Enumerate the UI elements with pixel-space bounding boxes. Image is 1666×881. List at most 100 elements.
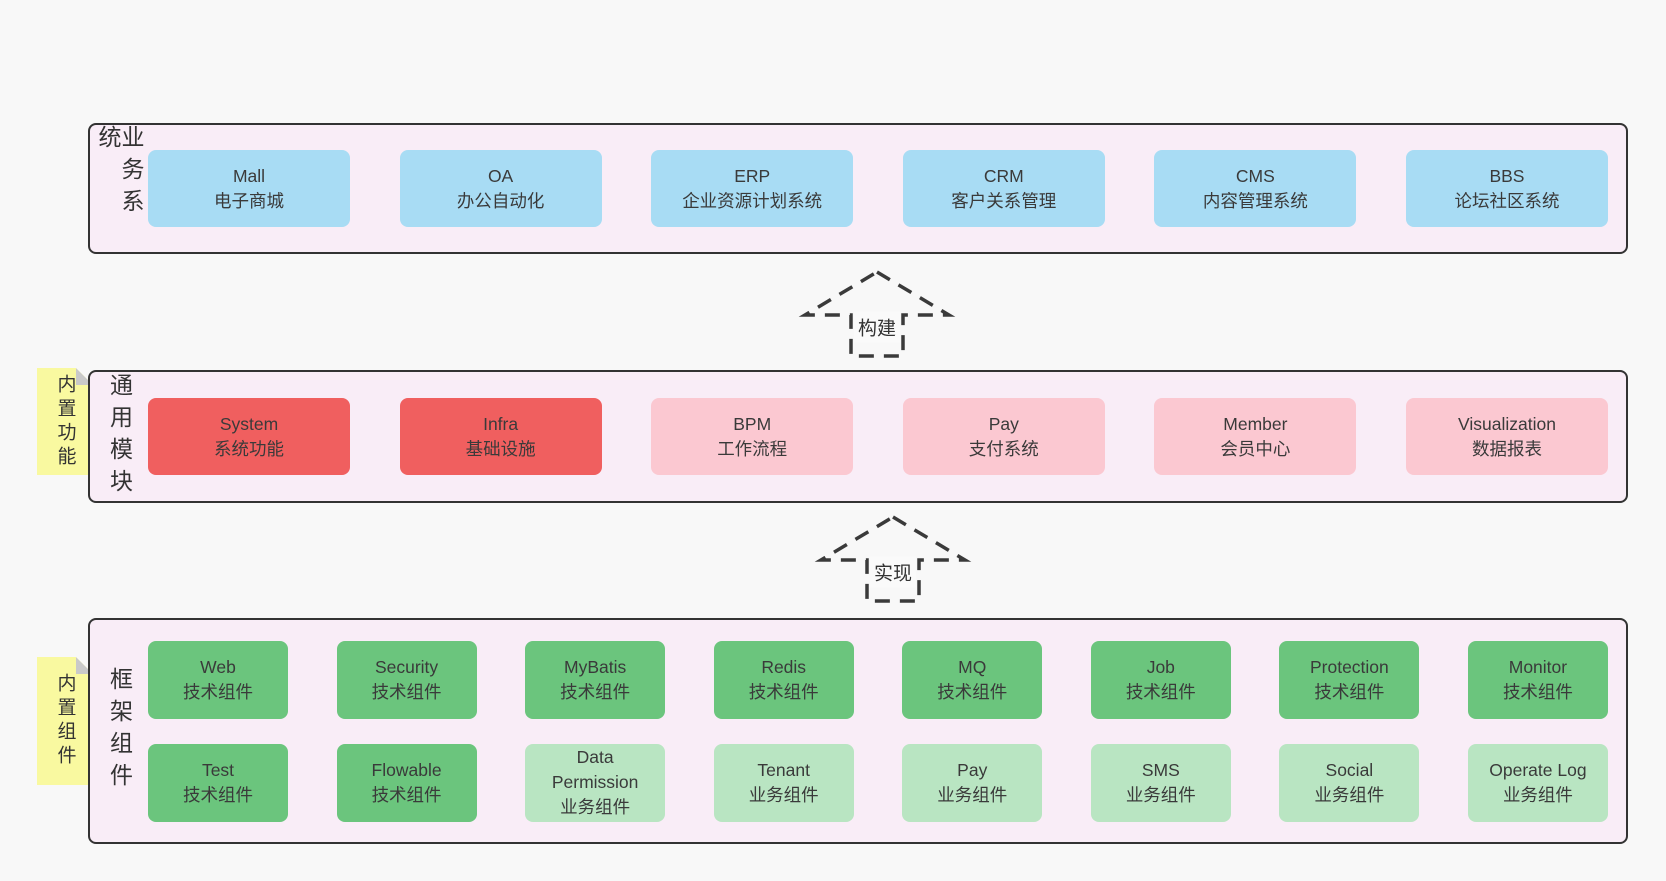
layer-title: 通用模块 [106, 372, 133, 501]
node-data-permission: Data Permission 业务组件 [525, 743, 666, 822]
node-member: Member 会员中心 [1154, 398, 1357, 475]
node-bbs: BBS 论坛社区系统 [1405, 150, 1608, 227]
node-title: OA [487, 165, 514, 186]
node-title: BPM [733, 413, 772, 434]
sticky-note-builtin-components: 内置组件 [37, 657, 93, 785]
node-mall: Mall 电子商城 [148, 150, 350, 227]
node-pay: Pay 支付系统 [902, 398, 1105, 475]
node-cms: CMS 内容管理系统 [1154, 150, 1357, 227]
node-subtitle: 业务组件 [560, 797, 631, 817]
node-title: Security [374, 656, 439, 677]
node-title: Pay [988, 413, 1019, 434]
layer-title-column: 通用模块 [90, 372, 148, 501]
node-subtitle: 论坛社区系统 [1454, 190, 1560, 211]
node-subtitle: 技术组件 [1502, 681, 1573, 702]
node-title: BBS [1489, 165, 1525, 186]
node-subtitle: 业务组件 [1125, 784, 1196, 805]
layer-title-column: 框架组件 [90, 620, 148, 842]
node-crm: CRM 客户关系管理 [902, 150, 1105, 227]
node-subtitle: 内容管理系统 [1202, 190, 1308, 211]
sticky-note-label: 内置功能 [54, 373, 76, 470]
node-title: System [219, 413, 279, 434]
node-title: Monitor [1508, 656, 1568, 677]
node-social: Social 业务组件 [1279, 743, 1420, 822]
node-title: Social [1325, 759, 1374, 780]
layer-title-column: 业务系统 [90, 125, 148, 252]
node-title: MQ [958, 656, 987, 677]
node-subtitle: 业务组件 [748, 784, 819, 805]
node-subtitle: 电子商城 [214, 190, 284, 211]
node-monitor: Monitor 技术组件 [1467, 640, 1608, 719]
node-subtitle: 技术组件 [1125, 681, 1196, 702]
node-title: SMS [1141, 759, 1180, 780]
node-tenant: Tenant 业务组件 [713, 743, 854, 822]
node-job: Job 技术组件 [1090, 640, 1231, 719]
sticky-note-label: 内置组件 [54, 673, 76, 769]
node-title: Infra [483, 413, 519, 434]
node-title: ERP [734, 165, 771, 186]
node-subtitle: 办公自动化 [456, 190, 545, 211]
node-title: Member [1223, 413, 1288, 434]
node-title: Redis [761, 656, 807, 677]
node-flowable: Flowable 技术组件 [336, 743, 477, 822]
node-protection: Protection 技术组件 [1279, 640, 1420, 719]
node-subtitle: 业务组件 [1502, 784, 1573, 805]
node-title: Protection [1309, 656, 1389, 677]
node-title: Test [201, 759, 235, 780]
node-title: Tenant [757, 759, 810, 780]
node-web: Web 技术组件 [148, 640, 288, 719]
node-erp: ERP 企业资源计划系统 [651, 150, 854, 227]
node-subtitle: 支付系统 [968, 438, 1039, 459]
layer-nodes-area: Mall 电子商城 OA 办公自动化 ERP 企业资源计划系统 CRM 客户关系管理 CMS 内容… [148, 125, 1626, 252]
arrow-label-build: 构建 [853, 311, 901, 343]
sticky-note-builtin-features: 内置功能 [37, 368, 93, 475]
node-title: Data Permission [551, 747, 639, 792]
node-title: Job [1146, 656, 1175, 677]
node-title: CMS [1235, 165, 1275, 186]
node-system: System 系统功能 [148, 398, 350, 475]
layer-title: 业务系统 [95, 125, 144, 221]
node-subtitle: 技术组件 [560, 681, 631, 702]
node-title: Pay [957, 759, 988, 780]
node-title: CRM [983, 165, 1024, 186]
node-subtitle: 会员中心 [1220, 438, 1291, 459]
node-title: MyBatis [564, 656, 627, 677]
layer-title: 框架组件 [106, 667, 133, 795]
node-subtitle: 企业资源计划系统 [682, 190, 823, 211]
node-subtitle: 技术组件 [183, 681, 253, 702]
node-visualization: Visualization 数据报表 [1405, 398, 1608, 475]
node-subtitle: 业务组件 [1314, 784, 1385, 805]
node-title: Operate Log [1489, 759, 1587, 780]
node-oa: OA 办公自动化 [399, 150, 602, 227]
arrow-label-implement: 实现 [869, 556, 917, 588]
node-bpm: BPM 工作流程 [651, 398, 854, 475]
node-sms: SMS 业务组件 [1090, 743, 1231, 822]
node-subtitle: 技术组件 [1314, 681, 1385, 702]
node-subtitle: 数据报表 [1471, 438, 1542, 459]
node-title: Mall [232, 165, 266, 186]
node-title: Flowable [371, 759, 442, 780]
node-redis: Redis 技术组件 [713, 640, 854, 719]
node-subtitle: 工作流程 [717, 438, 788, 459]
node-subtitle: 技术组件 [371, 784, 442, 805]
node-title: Web [200, 656, 236, 677]
box-row: Mall 电子商城 OA 办公自动化 ERP 企业资源计划系统 CRM 客户关系管理 CMS 内容… [148, 150, 1608, 227]
layer-business-systems: 业务系统 Mall 电子商城 OA 办公自动化 ERP 企业资源计划系统 CRM 客户关系管理… [88, 123, 1628, 254]
node-subtitle: 系统功能 [214, 438, 284, 459]
node-subtitle: 客户关系管理 [951, 190, 1057, 211]
node-operate-log: Operate Log 业务组件 [1467, 743, 1608, 822]
node-subtitle: 技术组件 [748, 681, 819, 702]
node-title: Visualization [1458, 413, 1556, 434]
